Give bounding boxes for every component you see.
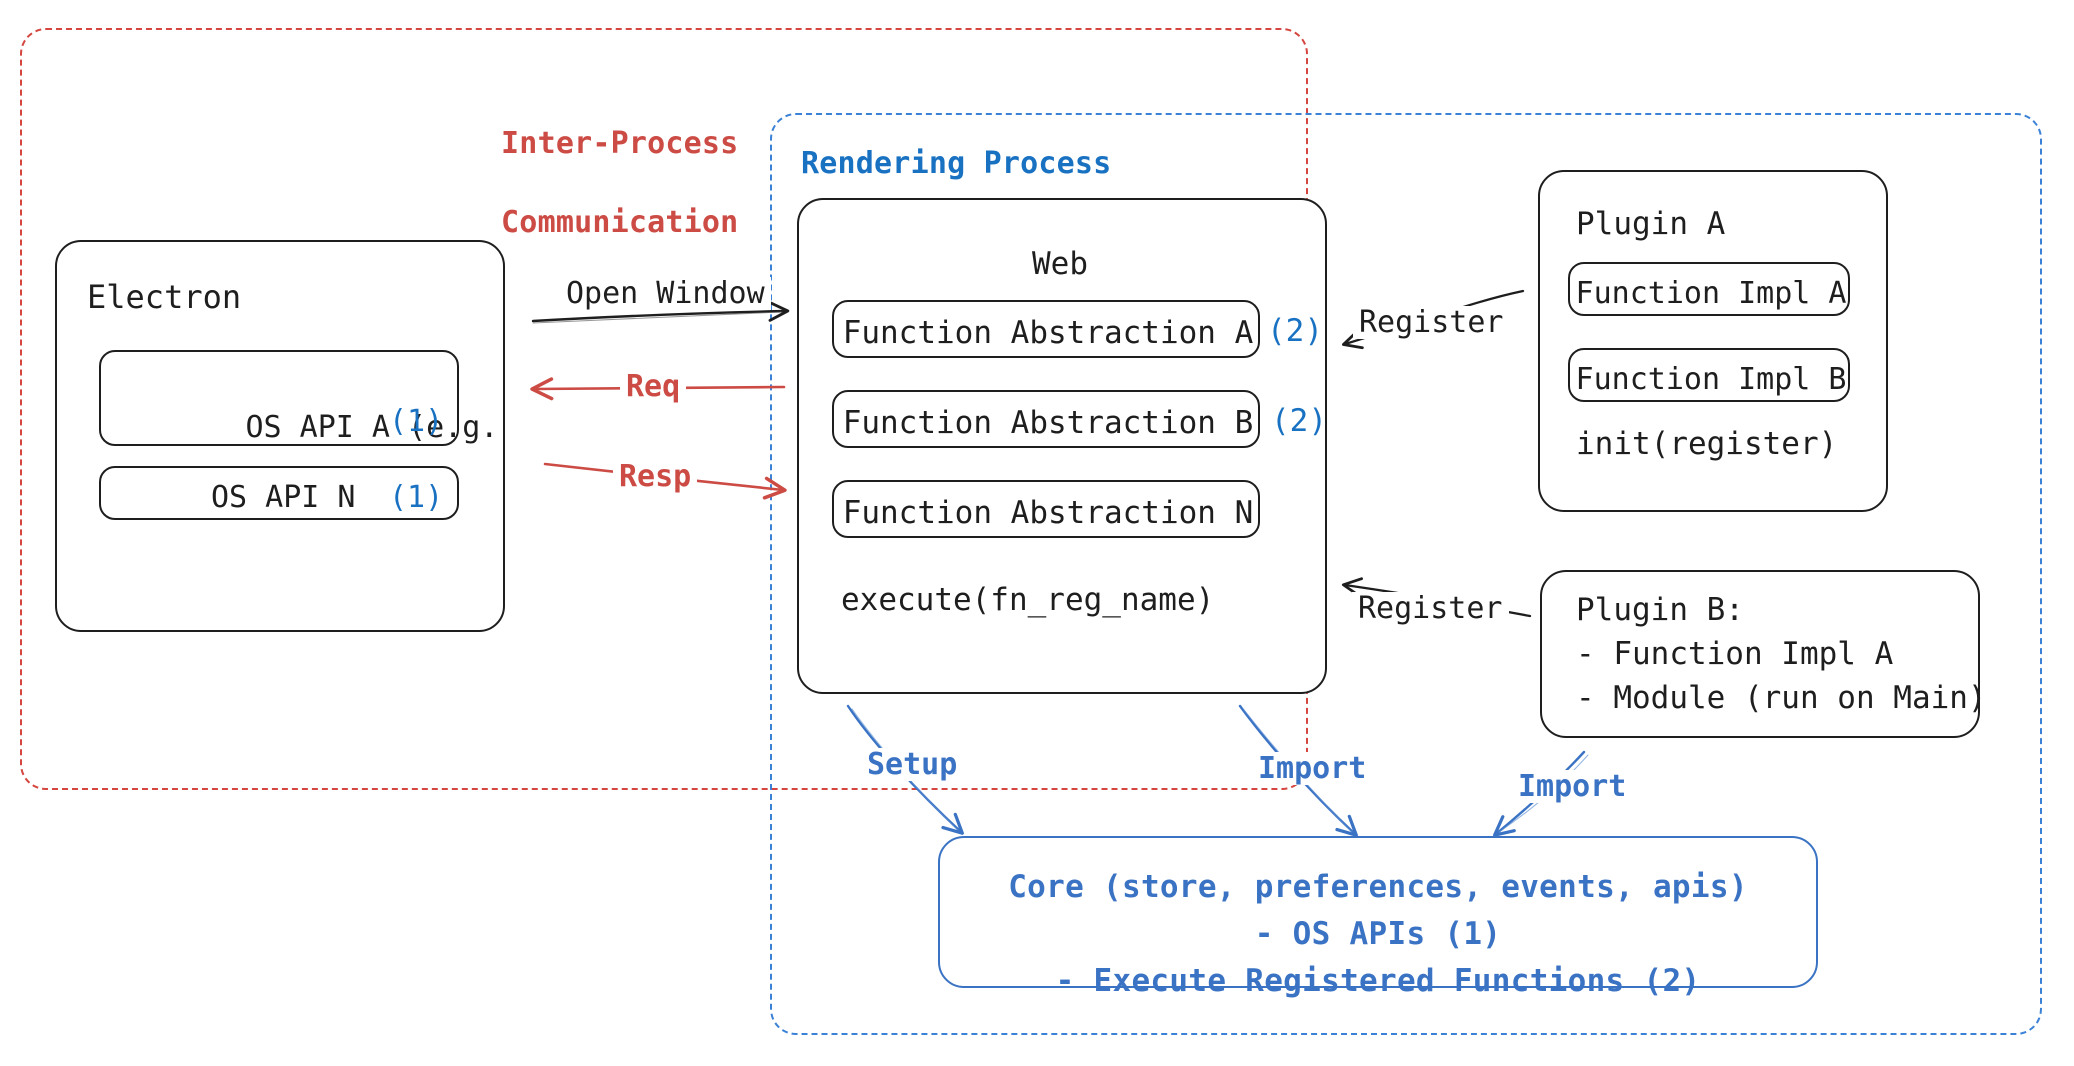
function-impl-b-box: Function Impl B [1568,348,1850,402]
plugin-b-box: Plugin B: - Function Impl A - Module (ru… [1540,570,1987,738]
region-title-ipc: Inter-Process Communication [428,84,758,282]
arrow-label-req: Req [620,370,687,403]
plugin-a-footer-init: init(register) [1576,426,1838,462]
function-abstraction-b-marker: (2) [1271,403,1327,439]
region-title-rendering-process: Rendering Process [801,146,1112,181]
function-impl-a-label: Function Impl A [1575,276,1847,311]
arrow-label-resp: Resp [613,460,698,493]
region-rendering-process [770,113,2042,1035]
os-api-n-marker: (1) [389,480,444,515]
core-box: Core (store, preferences, events, apis) … [938,836,1818,999]
function-impl-a-box: Function Impl A [1568,262,1850,316]
plugin-a-box: Plugin A Function Impl A Function Impl B… [1538,170,1888,512]
core-line-2: - OS APIs (1) [1254,916,1502,953]
function-impl-b-label: Function Impl B [1575,362,1847,397]
os-api-a-box: OS API A (e.g. download) (1) [99,350,498,524]
os-api-n-label: OS API N [211,480,356,515]
os-api-a-marker: (1) [389,404,444,439]
function-abstraction-a-marker: (2) [1267,313,1323,349]
arrow-label-import-plugin-b: Import [1512,770,1633,803]
plugin-a-title: Plugin A [1576,206,1726,242]
core-text-block: Core (store, preferences, events, apis) … [940,864,1816,1005]
plugin-b-line-3: - Module (run on Main) [1576,680,1987,716]
os-api-a-line1: OS API A (e.g. [245,409,499,445]
arrow-label-register-plugin-b: Register [1352,592,1509,625]
core-line-3: - Execute Registered Functions (2) [1055,963,1701,1000]
web-title: Web [1032,246,1088,282]
plugin-b-line-2: - Function Impl A [1576,636,1894,672]
function-abstraction-a-box: Function Abstraction A [832,300,1260,358]
arrow-label-register-plugin-a: Register [1353,306,1510,339]
electron-box: Electron OS API A (e.g. download) (1) OS… [55,240,505,632]
ipc-title-line1: Inter-Process [501,125,739,161]
function-abstraction-n-label: Function Abstraction N [842,495,1254,531]
arrow-label-import-web: Import [1252,752,1373,785]
core-line-1: Core (store, preferences, events, apis) [1008,869,1748,905]
arrow-label-setup: Setup [861,748,964,781]
web-footer-execute: execute(fn_reg_name) [841,582,1215,618]
plugin-b-line-1: Plugin B: [1576,592,1744,628]
function-abstraction-a-label: Function Abstraction A [842,315,1254,351]
function-abstraction-b-label: Function Abstraction B [842,405,1254,441]
function-abstraction-n-box: Function Abstraction N [832,480,1260,538]
ipc-title-line2: Communication [501,204,739,240]
electron-title: Electron [87,278,242,316]
os-api-n-box: OS API N (1) [99,466,459,520]
arrow-label-open-window: Open Window [560,277,771,310]
function-abstraction-b-box: Function Abstraction B [832,390,1260,448]
web-box: Web Function Abstraction A (2) Function … [797,198,1327,694]
